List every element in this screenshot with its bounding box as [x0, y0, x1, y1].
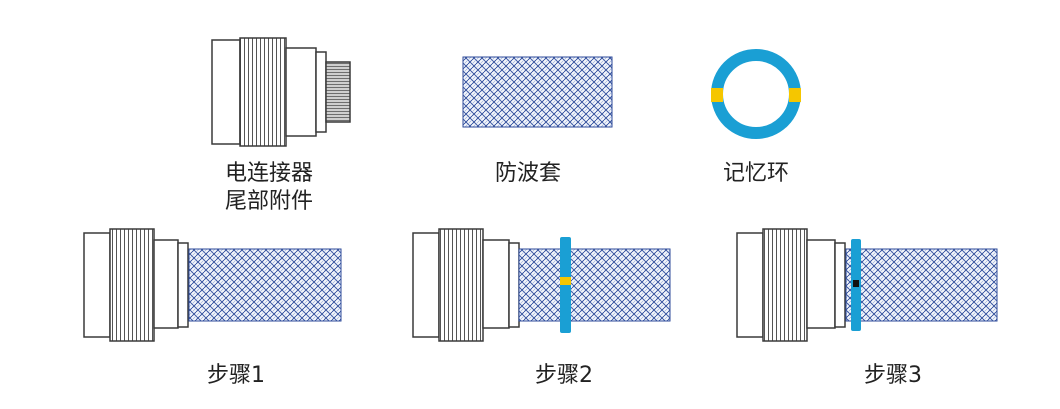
connector-label-line1: 电连接器	[224, 161, 313, 186]
connector-tail-accessory	[211, 37, 351, 147]
connector-label: 电连接器 尾部附件	[214, 160, 324, 215]
sleeve-label: 防波套	[494, 161, 561, 186]
connector-label-line2: 尾部附件	[224, 188, 313, 214]
step-3-assembly	[736, 228, 998, 342]
memory-ring	[711, 49, 801, 139]
step-1-assembly	[83, 228, 342, 342]
shielding-sleeve	[462, 56, 613, 128]
step-2-assembly	[412, 228, 671, 342]
ring-label: 记忆环	[722, 161, 789, 186]
step-2-label: 步骤2	[535, 363, 593, 388]
step-1-label: 步骤1	[207, 363, 265, 388]
step-3-label: 步骤3	[864, 363, 922, 388]
